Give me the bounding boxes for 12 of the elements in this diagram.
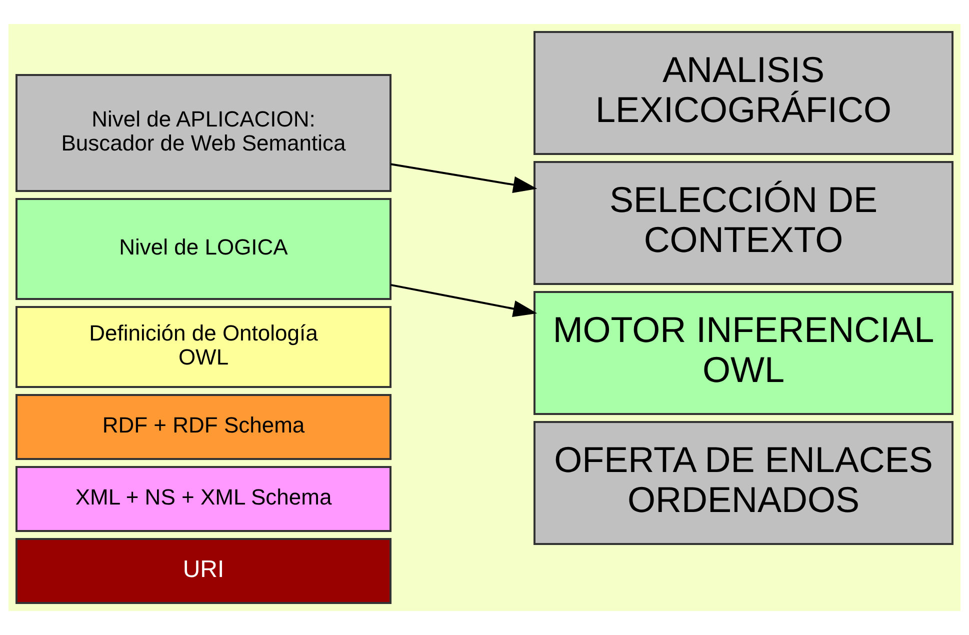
- node-box: XML + NS + XML Schema: [16, 466, 392, 532]
- node-box: SELECCIÓN DE CONTEXTO: [534, 161, 954, 285]
- node-box: RDF + RDF Schema: [16, 394, 392, 460]
- node-box: URI: [16, 538, 392, 604]
- node-box: OFERTA DE ENLACES ORDENADOS: [534, 421, 954, 545]
- node-box: ANALISIS LEXICOGRÁFICO: [534, 31, 954, 155]
- node-box: MOTOR INFERENCIAL OWL: [534, 291, 954, 415]
- node-box: Nivel de APLICACION: Buscador de Web Semantica: [16, 74, 392, 192]
- node-box: Nivel de LOGICA: [16, 198, 392, 300]
- arrow: [390, 284, 538, 318]
- node-box: Definición de Ontología OWL: [16, 306, 392, 388]
- arrow: [390, 163, 538, 194]
